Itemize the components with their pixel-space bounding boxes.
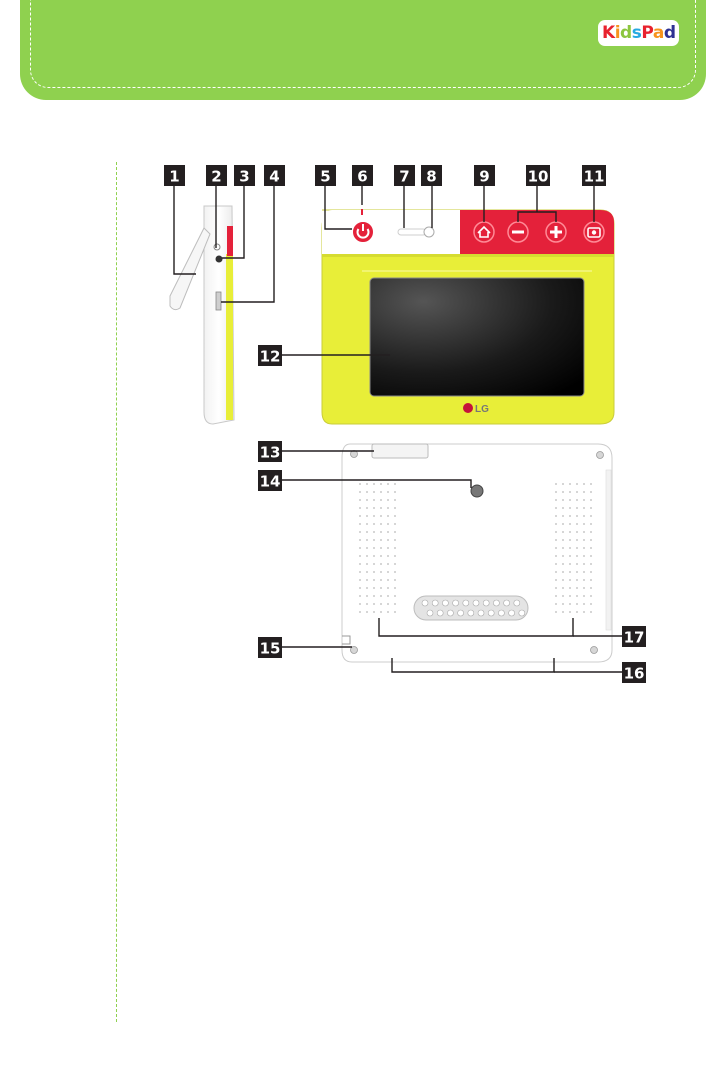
- callout-15: 15: [258, 637, 282, 658]
- callout-6: 6: [352, 165, 373, 186]
- callout-3: 3: [234, 165, 255, 186]
- plus-icon: [546, 222, 566, 242]
- rear-camera-icon: [471, 485, 483, 497]
- speaker-slot: [398, 229, 426, 235]
- svg-text:8: 8: [426, 168, 436, 186]
- dock-pin: [432, 600, 438, 606]
- callout-4: 4: [264, 165, 285, 186]
- callout-17: 17: [622, 626, 646, 647]
- svg-text:4: 4: [269, 168, 279, 186]
- front-camera-icon: [424, 227, 434, 237]
- svg-text:2: 2: [211, 168, 221, 186]
- dock-pin: [458, 610, 464, 616]
- dock-pin: [519, 610, 525, 616]
- led-indicator: [361, 209, 363, 215]
- dock-pin: [493, 600, 499, 606]
- home-icon: [474, 222, 494, 242]
- svg-text:12: 12: [260, 348, 281, 366]
- dock-connector: [414, 596, 528, 620]
- dock-pin: [468, 610, 474, 616]
- svg-text:15: 15: [260, 640, 281, 658]
- svg-text:11: 11: [584, 168, 605, 186]
- callout-2: 2: [206, 165, 227, 186]
- callout-7: 7: [394, 165, 415, 186]
- camera-icon: [584, 222, 604, 242]
- svg-text:10: 10: [528, 168, 549, 186]
- svg-text:3: 3: [239, 168, 249, 186]
- dock-pin: [422, 600, 428, 606]
- dock-pin: [453, 600, 459, 606]
- dock-pin: [488, 610, 494, 616]
- svg-text:16: 16: [624, 665, 645, 683]
- svg-text:6: 6: [357, 168, 367, 186]
- screen: [370, 278, 584, 396]
- svg-text:17: 17: [624, 629, 645, 647]
- device-side-view: [170, 206, 234, 424]
- callout-16: 16: [622, 662, 646, 683]
- dock-pin: [478, 610, 484, 616]
- svg-text:5: 5: [320, 168, 330, 186]
- svg-text:1: 1: [169, 168, 179, 186]
- svg-text:7: 7: [399, 168, 409, 186]
- callout-11: 11: [582, 165, 606, 186]
- minus-icon: [508, 222, 528, 242]
- power-icon: [352, 221, 374, 243]
- dock-pin: [483, 600, 489, 606]
- device-front-view: LG: [322, 209, 614, 424]
- speaker-grille-right: [552, 481, 594, 615]
- dock-pin: [498, 610, 504, 616]
- callout-14: 14: [258, 470, 282, 491]
- speaker-grille-left: [359, 481, 401, 615]
- callout-5: 5: [315, 165, 336, 186]
- dock-pin: [447, 610, 453, 616]
- callout-10: 10: [526, 165, 550, 186]
- device-back-view: [342, 444, 612, 662]
- dock-pin: [463, 600, 469, 606]
- callout-8: 8: [421, 165, 442, 186]
- callout-9: 9: [474, 165, 495, 186]
- callout-1: 1: [164, 165, 185, 186]
- svg-text:9: 9: [479, 168, 489, 186]
- stand-slot: [372, 444, 428, 458]
- dock-pin: [473, 600, 479, 606]
- callout-12: 12: [258, 345, 282, 366]
- dock-pin: [514, 600, 520, 606]
- dock-pin: [442, 600, 448, 606]
- dock-pin: [437, 610, 443, 616]
- dock-pin: [504, 600, 510, 606]
- svg-text:LG: LG: [475, 404, 489, 415]
- callout-13: 13: [258, 441, 282, 462]
- dock-pin: [509, 610, 515, 616]
- svg-text:13: 13: [260, 444, 281, 462]
- svg-text:14: 14: [260, 473, 281, 491]
- dock-pin: [427, 610, 433, 616]
